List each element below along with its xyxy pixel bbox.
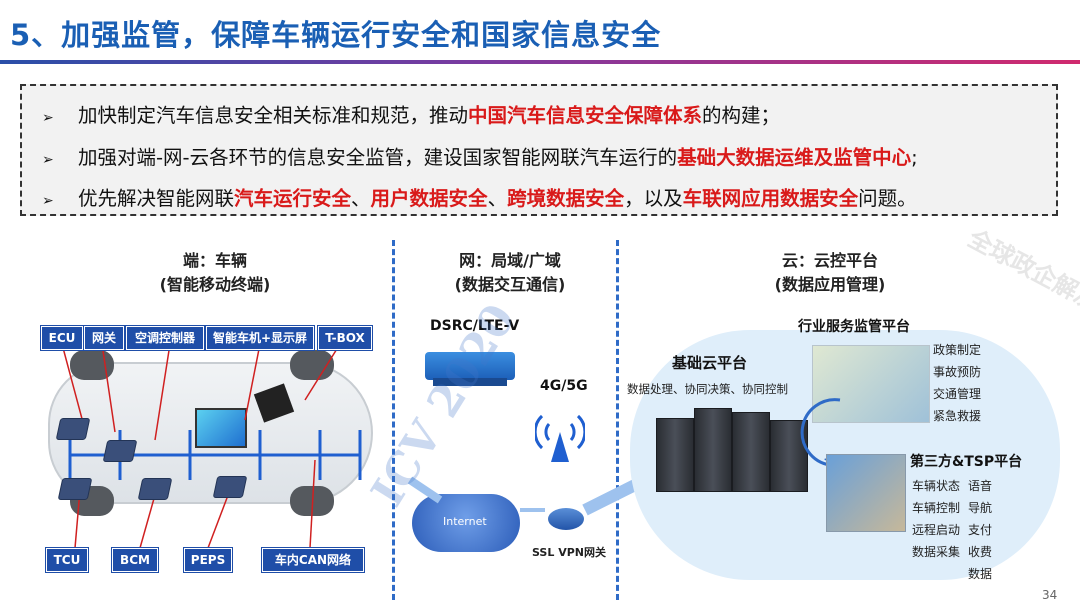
dsrc-label: DSRC/LTE-V (430, 318, 520, 334)
peps-module-icon (212, 476, 248, 498)
server-rack-icon (694, 408, 732, 492)
page-number: 34 (1042, 588, 1058, 602)
ecu-module-icon (55, 418, 91, 440)
third-party-item: 支付 (968, 523, 993, 537)
third-party-image (826, 454, 906, 532)
cloud-section-subtitle: (数据应用管理) (774, 275, 886, 294)
terminal-section-title: 端：车辆 (182, 251, 247, 270)
gateway-module-icon (102, 440, 138, 462)
section-divider-right (616, 240, 619, 600)
third-party-item: 车辆控制 (912, 501, 961, 515)
vpn-label: SSL VPN网关 (532, 546, 606, 559)
third-party-item: 收费 (968, 545, 993, 559)
network-flow-arrows (407, 472, 662, 516)
title-underline (0, 60, 1080, 64)
industry-dashboard-image (812, 345, 930, 423)
tag-infotainment: 智能车机+显示屏 (206, 326, 314, 350)
tag-bcm: BCM (112, 548, 158, 572)
third-party-item: 数据 (968, 567, 993, 581)
tag-tcu: TCU (46, 548, 88, 572)
tag-ac-controller: 空调控制器 (126, 326, 204, 350)
cellular-label: 4G/5G (540, 378, 588, 394)
network-section-title: 网：局域/广域 (459, 251, 561, 270)
third-party-item: 语音 (968, 479, 993, 493)
can-bus-wiring (61, 343, 362, 549)
server-rack-icon (656, 418, 694, 492)
arrow-bullet-icon: ➢ (42, 110, 54, 126)
tag-gateway: 网关 (84, 326, 124, 350)
industry-item: 事故预防 (933, 365, 982, 379)
tag-peps: PEPS (184, 548, 232, 572)
watermark-text: 全球政企解决方案 (963, 224, 1080, 340)
key-points-box (20, 84, 1058, 216)
third-party-item: 数据采集 (912, 545, 961, 559)
tag-tbox: T-BOX (318, 326, 372, 350)
bullet-1: ➢加快制定汽车信息安全相关标准和规范，推动中国汽车信息安全保障体系的构建； (42, 104, 781, 127)
arrow-bullet-icon: ➢ (42, 152, 54, 168)
terminal-section-subtitle: (智能移动终端) (159, 275, 271, 294)
third-party-item: 远程启动 (912, 523, 961, 537)
bullet-3: ➢优先解决智能网联汽车运行安全、用户数据安全、跨境数据安全，以及车联网应用数据安… (42, 187, 917, 210)
bullet-2: ➢加强对端-网-云各环节的信息安全监管，建设国家智能网联汽车运行的基础大数据运维… (42, 146, 918, 169)
bcm-module-icon (137, 478, 173, 500)
infotainment-screen-icon (195, 408, 247, 448)
base-cloud-description: 数据处理、协同决策、协同控制 (627, 382, 788, 396)
industry-item: 紧急救援 (933, 409, 982, 423)
router-base-icon (433, 378, 507, 386)
tcu-module-icon (57, 478, 93, 500)
third-party-title: 第三方&TSP平台 (910, 454, 1023, 470)
industry-item: 交通管理 (933, 387, 982, 401)
third-party-item: 导航 (968, 501, 993, 515)
industry-platform-title: 行业服务监管平台 (798, 319, 910, 335)
router-device-icon (425, 352, 515, 380)
industry-item: 政策制定 (933, 343, 982, 357)
tag-ecu: ECU (41, 326, 83, 350)
arrow-bullet-icon: ➢ (42, 193, 54, 209)
server-rack-icon (732, 412, 770, 492)
base-cloud-title: 基础云平台 (672, 354, 748, 372)
tag-can-network: 车内CAN网络 (262, 548, 364, 572)
vpn-gateway-icon (548, 508, 584, 530)
wireless-signal-icon (535, 414, 585, 462)
slide-title: 5、加强监管，保障车辆运行安全和国家信息安全 (10, 18, 662, 52)
cloud-section-title: 云：云控平台 (781, 251, 878, 270)
section-divider-left (392, 240, 395, 600)
internet-label: Internet (443, 515, 487, 528)
network-section-subtitle: (数据交互通信) (454, 275, 566, 294)
internet-cloud-icon (412, 494, 520, 552)
third-party-item: 车辆状态 (912, 479, 961, 493)
